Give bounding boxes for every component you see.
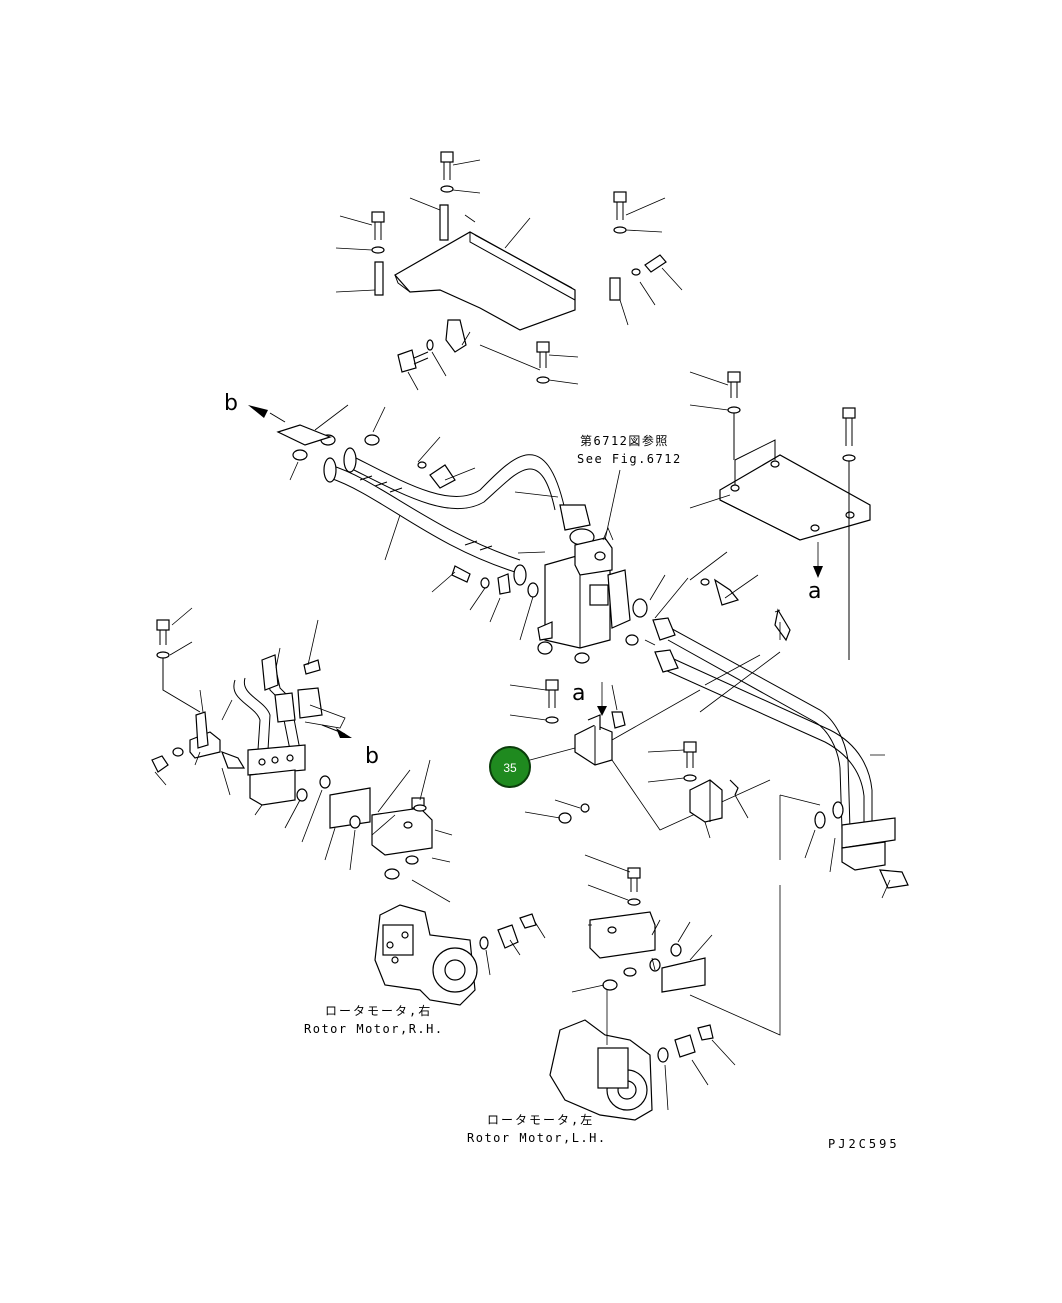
bolt-left-1 bbox=[371, 211, 385, 254]
callout-letter-b-upper: b bbox=[224, 391, 238, 416]
text-labels-group: b b a a 第6712図参照 See Fig.6712 ロータモータ,右 R… bbox=[224, 391, 900, 1151]
top-cover-bracket-group bbox=[335, 151, 683, 391]
cover-plate-right-group bbox=[689, 371, 871, 660]
callout-letter-a-center: a bbox=[572, 681, 585, 706]
part-hotspot-35-number[interactable]: 35 bbox=[503, 761, 517, 775]
reference-figure-label-jp: 第6712図参照 bbox=[580, 433, 669, 448]
bolt-top-1 bbox=[440, 151, 454, 193]
callout-letter-b-lower: b bbox=[365, 744, 379, 769]
motor-lh-label-en: Rotor Motor,L.H. bbox=[467, 1131, 607, 1145]
callout-arrows-group bbox=[248, 405, 352, 738]
valve-block-group bbox=[527, 469, 666, 664]
rotor-motor-lh-group bbox=[549, 854, 781, 1121]
rotor-motor-rh-group bbox=[374, 904, 546, 1006]
motor-lh-label-jp: ロータモータ,左 bbox=[487, 1112, 594, 1127]
bolt-lower-right bbox=[536, 341, 550, 384]
right-pipe-assembly-group bbox=[652, 551, 909, 899]
callout-letter-a-right: a bbox=[808, 579, 821, 604]
drawing-code: PJ2C595 bbox=[828, 1137, 900, 1151]
motor-rh-label-en: Rotor Motor,R.H. bbox=[304, 1022, 444, 1036]
bolt-right-2 bbox=[631, 254, 667, 276]
center-bracket-group bbox=[509, 679, 771, 839]
part-hotspot-35-badge[interactable] bbox=[489, 746, 531, 788]
left-valve-assembly-group bbox=[151, 607, 453, 903]
motor-rh-label-jp: ロータモータ,右 bbox=[325, 1003, 432, 1018]
hose-assembly-group bbox=[276, 404, 595, 641]
bolt-right-1 bbox=[613, 191, 627, 234]
part-hotspot-35[interactable]: 35 bbox=[489, 746, 576, 788]
reference-figure-label-en: See Fig.6712 bbox=[577, 452, 682, 466]
bolt-lower-left bbox=[397, 339, 434, 373]
